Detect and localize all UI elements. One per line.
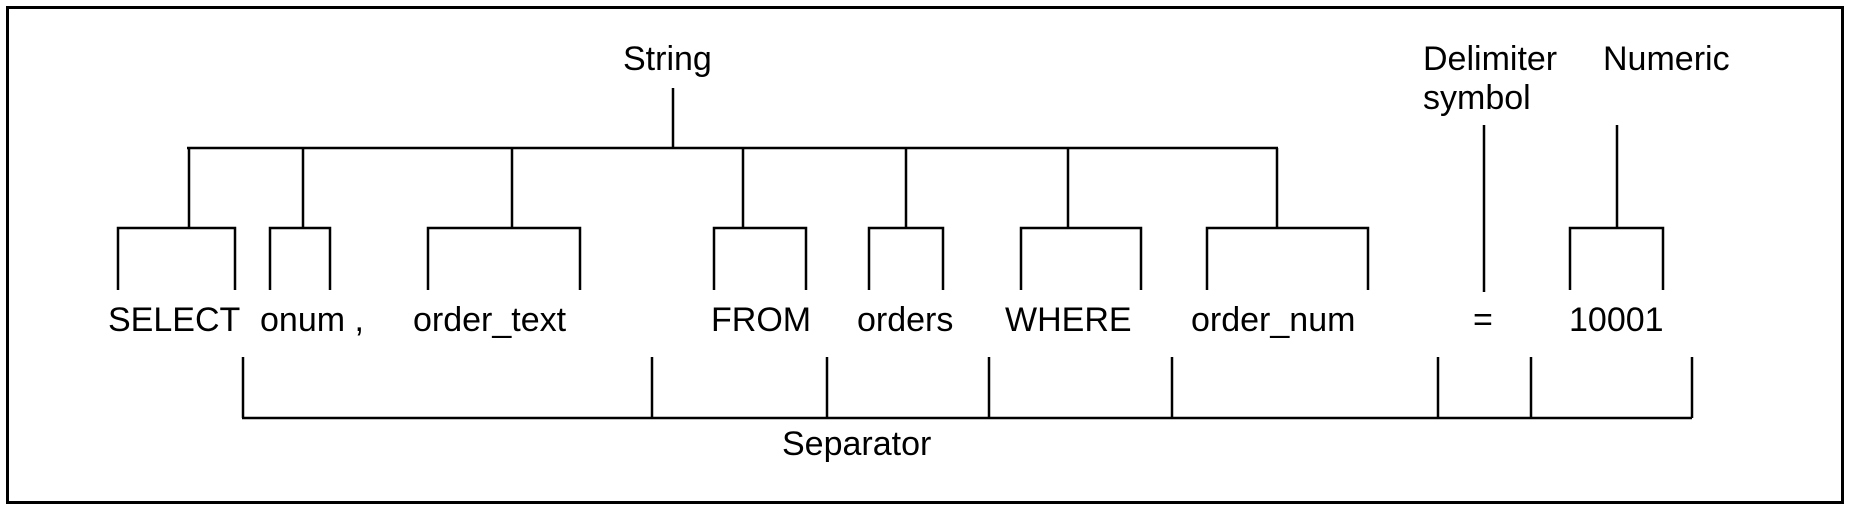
- bracket-order-num: [1205, 226, 1370, 290]
- token-order-num: order_num: [1191, 301, 1355, 339]
- token-from: FROM: [711, 301, 811, 339]
- token-select: SELECT: [108, 301, 240, 339]
- token-value: 10001: [1569, 301, 1664, 339]
- label-numeric: Numeric: [1603, 40, 1730, 78]
- bracket-numeric: [1568, 226, 1665, 290]
- bracket-order-text: [426, 226, 582, 290]
- label-separator: Separator: [782, 425, 931, 463]
- token-equals: =: [1473, 301, 1493, 339]
- bracket-from: [712, 226, 808, 290]
- label-delimiter-line1: Delimiter: [1423, 40, 1557, 78]
- token-order-text: order_text: [413, 301, 567, 339]
- string-tree: [116, 88, 1370, 290]
- bracket-onum: [268, 226, 332, 290]
- diagram-frame: [6, 6, 1844, 504]
- numeric-tree: [1568, 125, 1665, 290]
- label-string: String: [623, 40, 712, 78]
- bracket-orders: [867, 226, 945, 290]
- bracket-select: [116, 226, 237, 290]
- label-delimiter-line2: symbol: [1423, 79, 1531, 117]
- token-where: WHERE: [1005, 301, 1132, 339]
- token-orders: orders: [857, 301, 953, 339]
- bracket-where: [1019, 226, 1143, 290]
- token-onum: onum ,: [260, 301, 364, 339]
- separator-tree: [241, 357, 1694, 420]
